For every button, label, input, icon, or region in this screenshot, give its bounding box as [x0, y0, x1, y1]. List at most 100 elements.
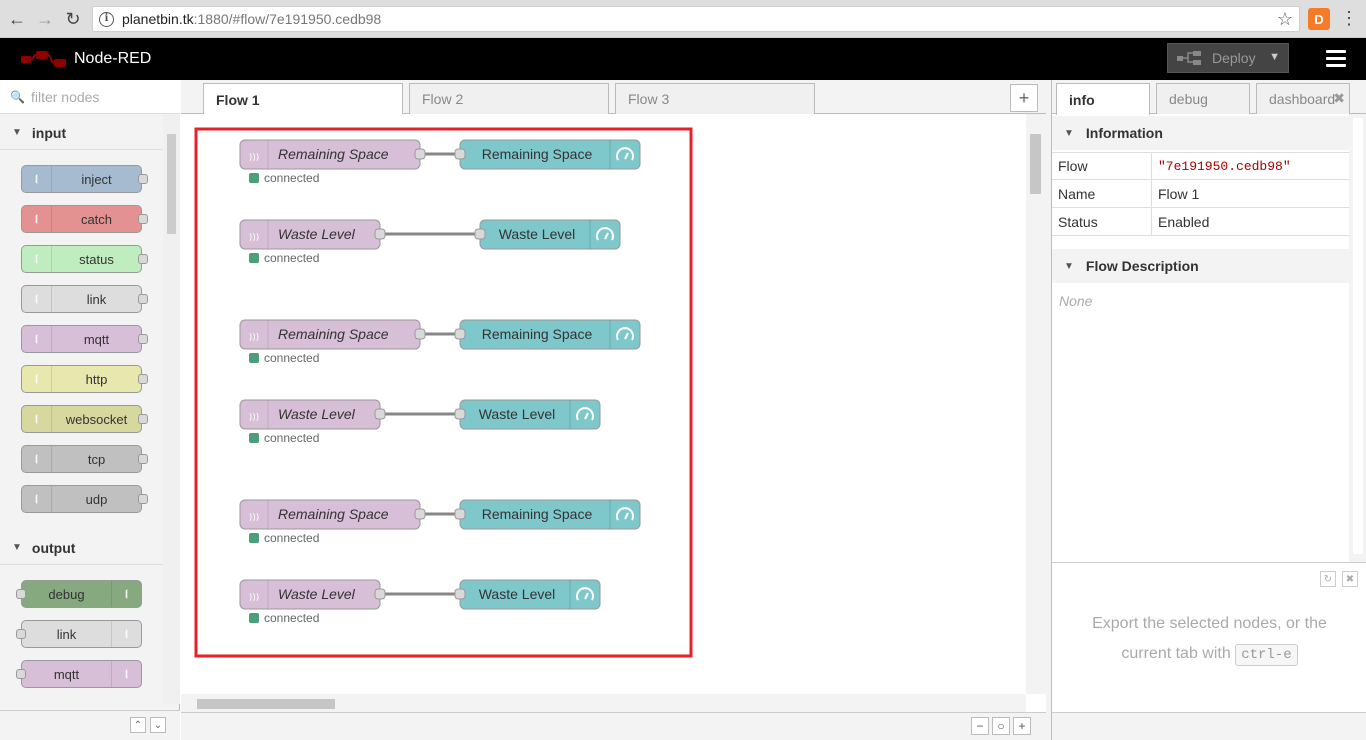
tab-dashboard[interactable]: dashboard✖	[1256, 83, 1350, 114]
node-label: inject	[81, 171, 112, 187]
node-port[interactable]	[138, 334, 148, 344]
input-port[interactable]	[454, 148, 466, 160]
refresh-tip-icon[interactable]: ↻	[1320, 571, 1336, 587]
palette-scrollbar[interactable]	[163, 114, 180, 704]
reload-icon[interactable]: ↻	[65, 8, 81, 29]
input-port[interactable]	[454, 588, 466, 600]
node-port[interactable]	[16, 629, 26, 639]
input-port[interactable]	[474, 228, 486, 240]
main-menu-icon[interactable]	[1326, 50, 1346, 68]
sidebar-separator[interactable]	[1046, 80, 1051, 740]
status-text: connected	[264, 171, 319, 185]
tab-flow-2[interactable]: Flow 2	[409, 83, 609, 114]
sidebar-scroll-thumb[interactable]	[1353, 118, 1363, 554]
node-port[interactable]	[138, 494, 148, 504]
status-dot	[249, 173, 259, 183]
output-port[interactable]	[414, 508, 426, 520]
sidebar-tabs: info debug dashboard✖	[1052, 80, 1366, 115]
category-input[interactable]: ▼ input	[0, 116, 163, 150]
output-port[interactable]	[374, 588, 386, 600]
close-tip-icon[interactable]: ✖	[1342, 571, 1358, 587]
add-flow-icon[interactable]: +	[1010, 84, 1038, 112]
expand-all-icon[interactable]: ⌄	[150, 717, 166, 733]
address-bar[interactable]: i planetbin.tk:1880/#flow/7e191950.cedb9…	[92, 6, 1300, 32]
canvas-horizontal-scrollbar[interactable]	[181, 694, 1026, 712]
browser-menu-icon[interactable]: ⋮	[1340, 8, 1358, 28]
palette-node-websocket[interactable]: ⧙websocket	[21, 405, 142, 433]
zoom-reset-icon[interactable]: ○	[992, 717, 1010, 735]
sidebar: info debug dashboard✖ ▼ Information Flow…	[1051, 80, 1366, 740]
info-value: "7e191950.cedb98"	[1158, 158, 1291, 174]
status-dot	[249, 353, 259, 363]
tab-flow-1[interactable]: Flow 1	[203, 83, 403, 115]
status-dot	[249, 613, 259, 623]
node-port[interactable]	[138, 214, 148, 224]
url-path: :1880/#flow/7e191950.cedb98	[193, 11, 382, 27]
palette-output-node-mqtt[interactable]: mqtt⧙	[21, 660, 142, 688]
tab-debug[interactable]: debug	[1156, 83, 1250, 114]
information-section-header[interactable]: ▼ Information	[1052, 116, 1349, 150]
palette-scroll-thumb[interactable]	[167, 134, 176, 234]
output-port[interactable]	[414, 328, 426, 340]
gauge-node-label: Remaining Space	[482, 506, 593, 522]
palette-node-http[interactable]: ⧙http	[21, 365, 142, 393]
palette-output-node-link[interactable]: link⧙	[21, 620, 142, 648]
palette-output-node-debug[interactable]: debug⧙	[21, 580, 142, 608]
close-icon[interactable]: ✖	[1333, 90, 1345, 106]
node-port[interactable]	[16, 589, 26, 599]
extension-icon[interactable]: D	[1308, 8, 1330, 30]
highlight-box	[194, 127, 693, 658]
node-port[interactable]	[138, 454, 148, 464]
palette-node-status[interactable]: ⧙status	[21, 245, 142, 273]
tab-flow-3[interactable]: Flow 3	[615, 83, 815, 114]
zoom-out-icon[interactable]: −	[971, 717, 989, 735]
tip-sentence: Export the selected nodes, or the curren…	[1092, 615, 1327, 662]
node-port[interactable]	[138, 174, 148, 184]
flow-description-section-header[interactable]: ▼ Flow Description	[1052, 249, 1349, 283]
output-port[interactable]	[374, 408, 386, 420]
category-output[interactable]: ▼ output	[0, 531, 163, 565]
deploy-caret-icon[interactable]: ▼	[1269, 51, 1280, 63]
palette-node-catch[interactable]: ⧙catch	[21, 205, 142, 233]
palette-node-inject[interactable]: ⧙inject	[21, 165, 142, 193]
palette-node-tcp[interactable]: ⧙tcp	[21, 445, 142, 473]
category-label: output	[31, 539, 76, 556]
sidebar-scrollbar[interactable]	[1349, 114, 1366, 562]
canvas-vscroll-thumb[interactable]	[1030, 134, 1041, 194]
back-icon[interactable]: ←	[8, 8, 26, 29]
deploy-button[interactable]: Deploy ▼	[1167, 43, 1289, 73]
palette-node-mqtt[interactable]: ⧙mqtt	[21, 325, 142, 353]
canvas-hscroll-thumb[interactable]	[197, 699, 335, 709]
forward-icon[interactable]: →	[36, 8, 54, 29]
node-port[interactable]	[138, 254, 148, 264]
bookmark-star-icon[interactable]: ☆	[1276, 9, 1293, 29]
tab-label: debug	[1169, 91, 1208, 107]
canvas-vertical-scrollbar[interactable]	[1026, 114, 1046, 694]
input-port[interactable]	[454, 408, 466, 420]
node-port[interactable]	[138, 374, 148, 384]
collapse-all-icon[interactable]: ⌃	[130, 717, 146, 733]
palette-node-udp[interactable]: ⧙udp	[21, 485, 142, 513]
palette-node-link[interactable]: ⧙link	[21, 285, 142, 313]
output-port[interactable]	[374, 228, 386, 240]
filter-nodes-input[interactable]: 🔍 filter nodes	[0, 80, 180, 114]
info-icon[interactable]: i	[99, 11, 114, 27]
zoom-in-icon[interactable]: +	[1013, 717, 1031, 735]
http-icon: ⧙	[22, 366, 52, 392]
input-port[interactable]	[454, 508, 466, 520]
gauge-node-label: Waste Level	[479, 406, 556, 422]
tab-label: Flow 3	[628, 91, 670, 107]
node-port[interactable]	[138, 414, 148, 424]
node-port[interactable]	[16, 669, 26, 679]
tab-label: info	[1069, 91, 1095, 108]
flow-description-value: None	[1059, 293, 1093, 309]
sidebar-footer	[1052, 712, 1366, 740]
tab-info[interactable]: info	[1056, 83, 1150, 115]
output-port[interactable]	[414, 148, 426, 160]
status-icon: ⧙	[22, 246, 52, 272]
node-port[interactable]	[138, 294, 148, 304]
mqtt-icon: )))	[249, 233, 260, 243]
input-port[interactable]	[454, 328, 466, 340]
